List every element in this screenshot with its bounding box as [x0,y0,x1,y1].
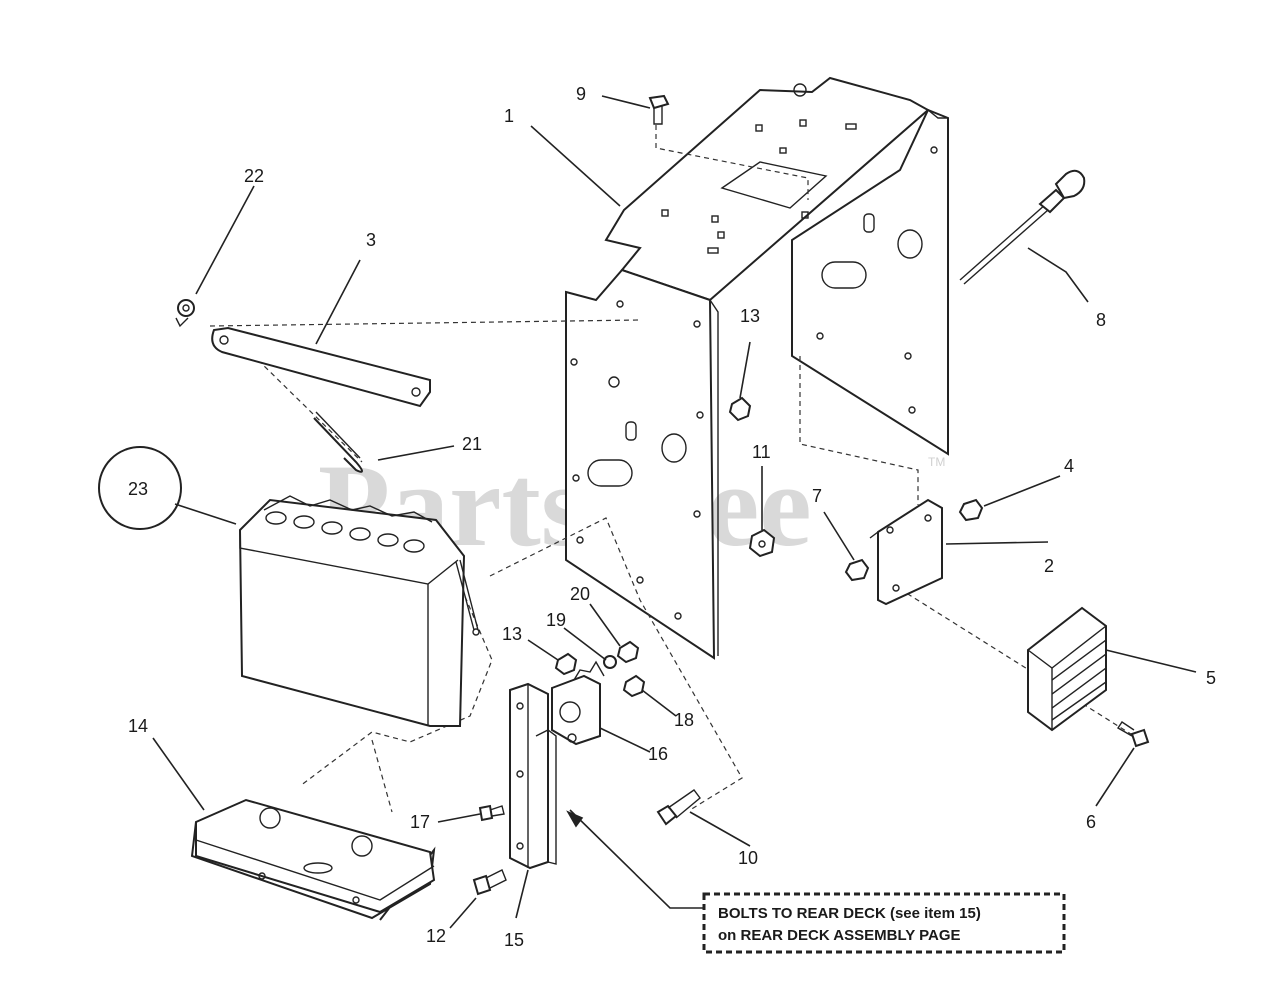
label-part-13-upper: 13 [740,306,760,326]
part-13-nut-lower [554,652,578,676]
part-13-nut-upper [728,396,752,422]
label-part-9: 9 [576,84,586,104]
part-9-bolt [648,94,670,125]
label-part-13-lower: 13 [502,624,522,644]
part-18-nut [622,674,646,698]
part-3-strap [211,326,431,408]
label-part-21: 21 [462,434,482,454]
note-line-2: on REAR DECK ASSEMBLY PAGE [718,927,961,944]
label-part-6: 6 [1086,812,1096,832]
part-16-solenoid [551,660,605,746]
part-10-bolt [656,789,701,826]
label-part-1: 1 [504,106,514,126]
part-4-nut [958,498,984,522]
part-17-screw [478,804,505,822]
label-part-22: 22 [244,166,264,186]
label-part-23: 23 [128,479,148,499]
part-23-callout-circle [98,446,182,530]
label-part-14: 14 [128,716,148,736]
part-11-nut [748,528,776,558]
part-7-nut [844,558,870,582]
part-22-wing-nut [175,299,195,328]
label-part-19: 19 [546,610,566,630]
label-part-18: 18 [674,710,694,730]
label-part-2: 2 [1044,556,1054,576]
label-part-3: 3 [366,230,376,250]
note-line-1: BOLTS TO REAR DECK (see item 15) [718,905,981,922]
part-15-angle-bracket [509,682,557,870]
part-20-nut [616,640,640,664]
label-part-7: 7 [812,486,822,506]
label-part-20: 20 [570,584,590,604]
part-6-screw [1117,721,1150,748]
part-21-j-bolt [313,411,363,473]
part-12-screw [472,869,507,896]
part-1-main-bracket [565,76,949,660]
label-part-5: 5 [1206,668,1216,688]
trademark: TM [928,455,945,469]
part-23-battery [238,495,480,727]
label-part-11: 11 [752,442,771,462]
label-part-17: 17 [410,812,430,832]
note-box: BOLTS TO REAR DECK (see item 15) on REAR… [702,892,1066,954]
hidden-line [799,356,919,505]
part-14-battery-tray [190,798,436,921]
label-part-16: 16 [648,744,668,764]
label-part-12: 12 [426,926,446,946]
label-part-8: 8 [1096,310,1106,330]
label-part-10: 10 [738,848,758,868]
part-2-small-bracket [869,498,943,606]
part-5-guard [1027,606,1107,732]
part-8-dipstick [959,169,1086,285]
label-part-4: 4 [1064,456,1074,476]
part-19-washer [603,655,617,669]
label-part-15: 15 [504,930,524,950]
leader-lines [152,95,1197,929]
